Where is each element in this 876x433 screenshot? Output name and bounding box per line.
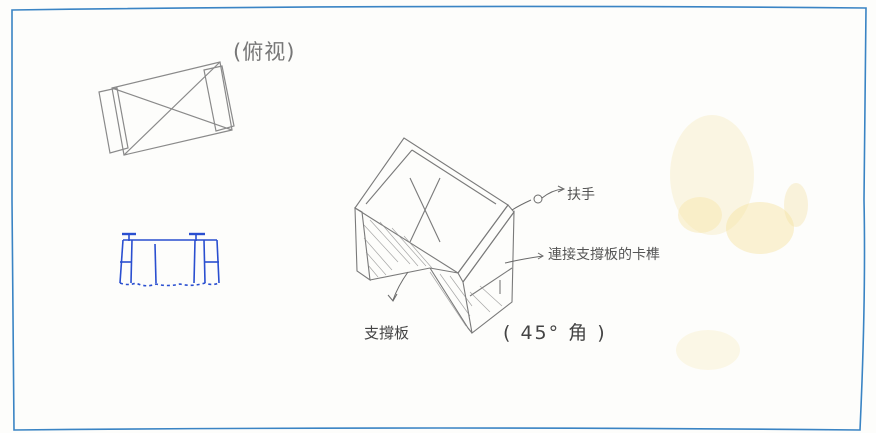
yellow-stain xyxy=(670,115,808,370)
border-frame xyxy=(11,5,867,431)
angle-label: ( 45° 角 ) xyxy=(503,322,607,344)
handle-label: 扶手 xyxy=(567,187,595,203)
isometric-stand-sketch xyxy=(354,137,515,334)
top-view-sketch xyxy=(98,61,235,156)
annotation-leaders xyxy=(387,185,566,302)
brace-hatching xyxy=(363,219,503,327)
joint-label: 連接支撐板的卡榫 xyxy=(548,247,660,263)
brace-label: 支撐板 xyxy=(364,324,410,342)
front-view-sketch xyxy=(119,232,220,287)
top-view-label: (俯视) xyxy=(233,40,296,64)
